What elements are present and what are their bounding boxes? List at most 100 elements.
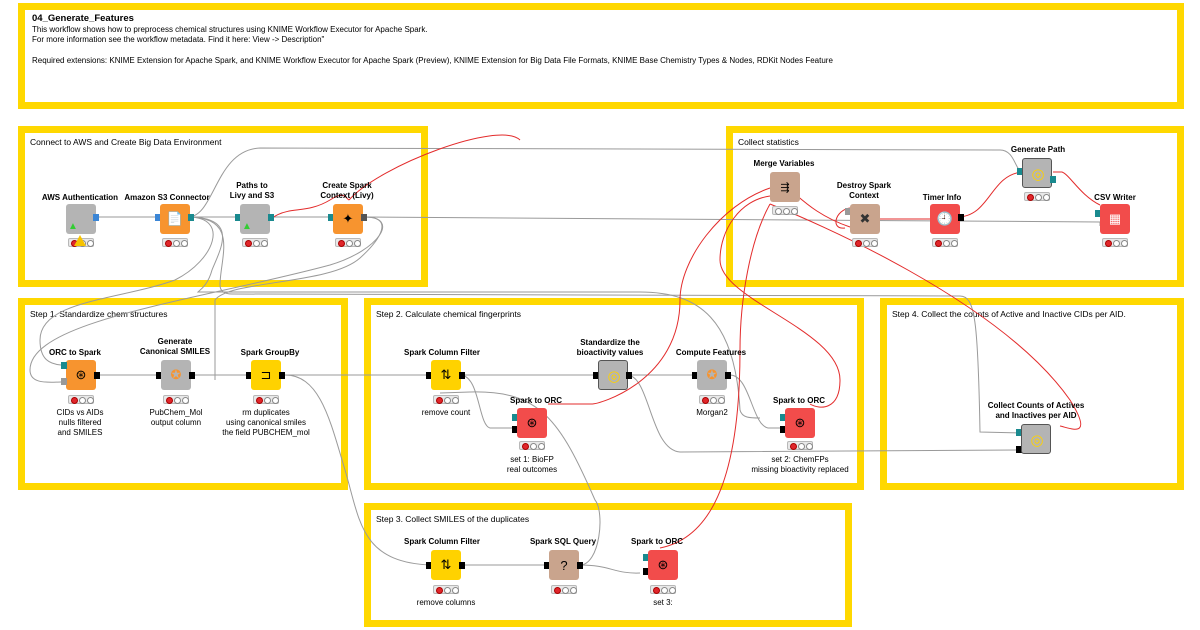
input-port[interactable] — [328, 214, 334, 221]
node-status — [335, 238, 361, 247]
output-port[interactable] — [188, 214, 194, 221]
input-port[interactable] — [643, 554, 649, 561]
orc-to-spark-node[interactable]: ⊛ — [66, 360, 96, 390]
input-port[interactable] — [61, 378, 67, 385]
node-label-standardize: Standardize the bioactivity values — [576, 338, 644, 357]
spark-column-filter-node[interactable]: ⇅ — [431, 360, 461, 390]
node-comment-spark-groupby: rm duplicates using canonical smiles the… — [222, 408, 310, 437]
standardize-bioactivity-node[interactable]: ◎ — [598, 360, 628, 390]
input-port[interactable] — [235, 214, 241, 221]
node-comment-orc-to-spark: CIDs vs AIDs nulls filtered and SMILES — [56, 408, 104, 437]
node-label-collect-counts: Collect Counts of Actives and Inactives … — [987, 401, 1085, 420]
key-icon: ▲ — [68, 221, 78, 232]
input-port[interactable] — [845, 208, 851, 215]
workflow-description-annotation[interactable]: 04_Generate_Features This workflow shows… — [18, 3, 1184, 109]
path-icon: ◎ — [1031, 166, 1045, 183]
node-comment-spark-to-orc: set 1: BioFP real outcomes — [506, 455, 558, 474]
groupby-icon: ⊐ — [260, 367, 272, 382]
output-port[interactable] — [577, 562, 583, 569]
filter-icon: ⇅ — [440, 367, 452, 382]
node-comment-column-filter: remove columns — [416, 598, 476, 607]
annotation-step1[interactable]: Step 1. Standardize chem structures — [18, 298, 348, 490]
output-port[interactable] — [189, 372, 195, 379]
workflow-desc-line2: For more information see the workflow me… — [32, 35, 325, 44]
node-label-merge-variables: Merge Variables — [753, 159, 815, 168]
input-port[interactable] — [426, 562, 432, 569]
spark-to-orc-node[interactable]: ⊛ — [648, 550, 678, 580]
annotation-step4[interactable]: Step 4. Collect the counts of Active and… — [880, 298, 1184, 490]
merge-variables-node[interactable]: ⇶ — [770, 172, 800, 202]
input-port[interactable] — [780, 414, 786, 421]
node-status — [68, 395, 94, 404]
input-port[interactable] — [780, 426, 786, 433]
input-port[interactable] — [593, 372, 599, 379]
input-port[interactable] — [155, 214, 161, 221]
output-port[interactable] — [279, 372, 285, 379]
node-label-aws-authentication: AWS Authentication — [41, 193, 119, 202]
input-port[interactable] — [1016, 429, 1022, 436]
output-port[interactable] — [361, 214, 367, 221]
output-port[interactable] — [94, 372, 100, 379]
node-comment-spark-to-orc: set 3: — [653, 598, 673, 607]
input-port[interactable] — [156, 372, 162, 379]
paths-to-livy-and-s3-node[interactable]: ▲ — [240, 204, 270, 234]
annotation-step3-title: Step 3. Collect SMILES of the duplicates — [376, 514, 530, 524]
spark-groupby-node[interactable]: ⊐ — [251, 360, 281, 390]
create-spark-context-node[interactable]: ✦ — [333, 204, 363, 234]
node-status — [253, 395, 279, 404]
input-port[interactable] — [692, 372, 698, 379]
input-port[interactable] — [246, 372, 252, 379]
file-connector-icon: 📄 — [166, 211, 184, 226]
spark-icon: ✦ — [342, 211, 354, 226]
input-port[interactable] — [1017, 168, 1023, 175]
output-port[interactable] — [725, 372, 731, 379]
input-port[interactable] — [61, 362, 67, 369]
output-port[interactable] — [459, 372, 465, 379]
input-port[interactable] — [512, 414, 518, 421]
output-port[interactable] — [1050, 176, 1056, 183]
timer-info-node[interactable]: 🕘 — [930, 204, 960, 234]
input-port[interactable] — [643, 568, 649, 575]
output-port[interactable] — [626, 372, 632, 379]
amazon-s3-connector-node[interactable]: 📄 — [160, 204, 190, 234]
output-port[interactable] — [958, 214, 964, 221]
node-status — [433, 585, 459, 594]
node-label-timer-info: Timer Info — [922, 193, 962, 202]
collect-counts-node[interactable]: ◎ — [1021, 424, 1051, 454]
generate-canonical-smiles-node[interactable]: ✪ — [161, 360, 191, 390]
node-status — [650, 585, 676, 594]
input-port[interactable] — [544, 562, 550, 569]
input-port[interactable] — [512, 426, 518, 433]
merge-icon: ⇶ — [780, 181, 790, 194]
spark-to-orc-node[interactable]: ⊛ — [785, 408, 815, 438]
spark-to-orc-node[interactable]: ⊛ — [517, 408, 547, 438]
spark-column-filter-node[interactable]: ⇅ — [431, 550, 461, 580]
annotation-aws-title: Connect to AWS and Create Big Data Envir… — [30, 137, 222, 147]
generate-path-node[interactable]: ◎ — [1022, 158, 1052, 188]
input-port[interactable] — [426, 372, 432, 379]
output-port[interactable] — [459, 562, 465, 569]
aws-authentication-node[interactable]: ▲ — [66, 204, 96, 234]
destroy-spark-context-node[interactable]: ✖ — [850, 204, 880, 234]
star-icon: ✪ — [170, 367, 182, 382]
node-label-amazon-s3-connector: Amazon S3 Connector — [124, 193, 210, 202]
node-comment-column-filter: remove count — [421, 408, 471, 417]
clock-icon: 🕘 — [936, 211, 954, 226]
node-label-spark-column-filter: Spark Column Filter — [403, 348, 480, 357]
annotation-step4-title: Step 4. Collect the counts of Active and… — [892, 309, 1126, 319]
annotation-step2-title: Step 2. Calculate chemical fingerprints — [376, 309, 522, 319]
node-label-csv-writer: CSV Writer — [1094, 193, 1136, 202]
node-status — [787, 441, 813, 450]
spark-sql-query-node[interactable]: ? — [549, 550, 579, 580]
input-port[interactable] — [1095, 210, 1101, 217]
csv-writer-node[interactable]: ▦ — [1100, 204, 1130, 234]
input-port[interactable] — [1016, 446, 1022, 453]
node-label-create-spark-context: Create Spark Context (Livy) — [320, 181, 374, 200]
compute-features-node[interactable]: ✪ — [697, 360, 727, 390]
metanode-icon: ◎ — [607, 368, 621, 385]
output-port[interactable] — [268, 214, 274, 221]
node-label-compute-features: Compute Features — [675, 348, 747, 357]
output-port[interactable] — [93, 214, 99, 221]
workflow-desc-line3: Required extensions: KNIME Extension for… — [32, 55, 833, 65]
node-label-spark-groupby: Spark GroupBy — [240, 348, 300, 357]
